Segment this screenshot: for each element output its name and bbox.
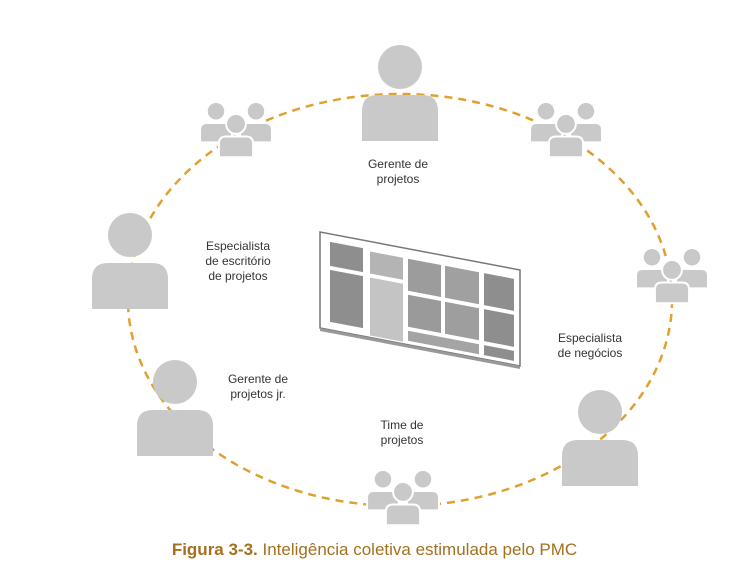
label-line: projetos jr. (230, 387, 286, 401)
label-line: Especialista (557, 331, 623, 345)
label-line: Gerente de (227, 372, 289, 386)
team-icon (199, 101, 273, 159)
shared-board (319, 231, 521, 369)
label-line: projetos (376, 172, 420, 186)
figure-caption: Figura 3-3. Inteligência coletiva estimu… (0, 540, 749, 560)
label-line: Especialista (205, 239, 271, 253)
label-line: Gerente de (367, 157, 429, 171)
person-icon (217, 113, 255, 159)
person-icon (92, 213, 168, 309)
person-icon (362, 45, 438, 141)
label-line: de escritório (205, 254, 271, 268)
person-icon (562, 390, 638, 486)
caption-prefix: Figura 3-3. (171, 540, 258, 559)
label-line: de projetos (208, 269, 268, 283)
team-icon (635, 246, 709, 305)
label-line: projetos (380, 433, 424, 447)
label-line: de negócios (557, 346, 623, 360)
team-icon (366, 469, 440, 527)
caption-text: Inteligência coletiva estimulada pelo PM… (257, 540, 578, 559)
team-icon (529, 101, 603, 159)
person-icon (137, 360, 213, 456)
person-icon (653, 259, 691, 305)
person-icon (384, 481, 422, 527)
label-line: Time de (380, 418, 424, 432)
person-icon (547, 113, 585, 159)
